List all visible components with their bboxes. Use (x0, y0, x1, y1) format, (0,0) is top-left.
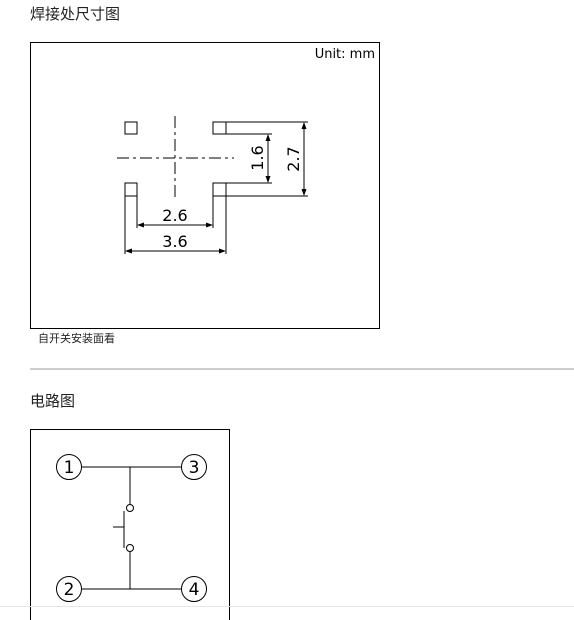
arrow-head (265, 134, 271, 141)
footprint-caption: 自开关安装面看 (38, 332, 115, 345)
footprint-section-title: 焊接处尺寸图 (30, 5, 121, 23)
dimension-label-inner-height: 1.6 (248, 145, 267, 170)
section-divider (30, 368, 574, 370)
pin-1-label: 1 (64, 458, 75, 478)
pin-1-marker (56, 454, 82, 480)
arrow-head (125, 248, 132, 254)
dimension-label-outer-height: 2.7 (284, 146, 303, 171)
pin-2-label: 2 (64, 580, 75, 600)
pin-2-marker (56, 576, 82, 602)
unit-label: Unit: mm (315, 47, 375, 62)
pin-3-marker (181, 454, 207, 480)
pin-4-label: 4 (189, 580, 200, 600)
arrow-head (301, 189, 307, 196)
footprint-diagram-frame (30, 42, 380, 329)
arrow-head (301, 122, 307, 129)
solder-pad-bottom-left (124, 182, 138, 197)
footprint-drawing: Unit: mm (117, 47, 375, 254)
circuit-drawing (56, 454, 207, 602)
dimension-label-inner-width: 2.6 (162, 206, 187, 225)
solder-pad-top-left (124, 121, 138, 135)
switch-contact-lower (126, 544, 134, 552)
solder-pad-top-right (212, 121, 227, 135)
bottom-rule (0, 606, 574, 607)
arrow-head (265, 176, 271, 183)
dimension-label-outer-width: 3.6 (162, 232, 187, 251)
pin-3-label: 3 (189, 458, 200, 478)
switch-contact-upper (126, 504, 134, 512)
arrow-head (219, 248, 226, 254)
arrow-head (206, 222, 213, 228)
arrow-head (137, 222, 144, 228)
circuit-section-title: 电路图 (30, 392, 76, 410)
solder-pad-bottom-right (212, 182, 227, 197)
pin-4-marker (181, 576, 207, 602)
